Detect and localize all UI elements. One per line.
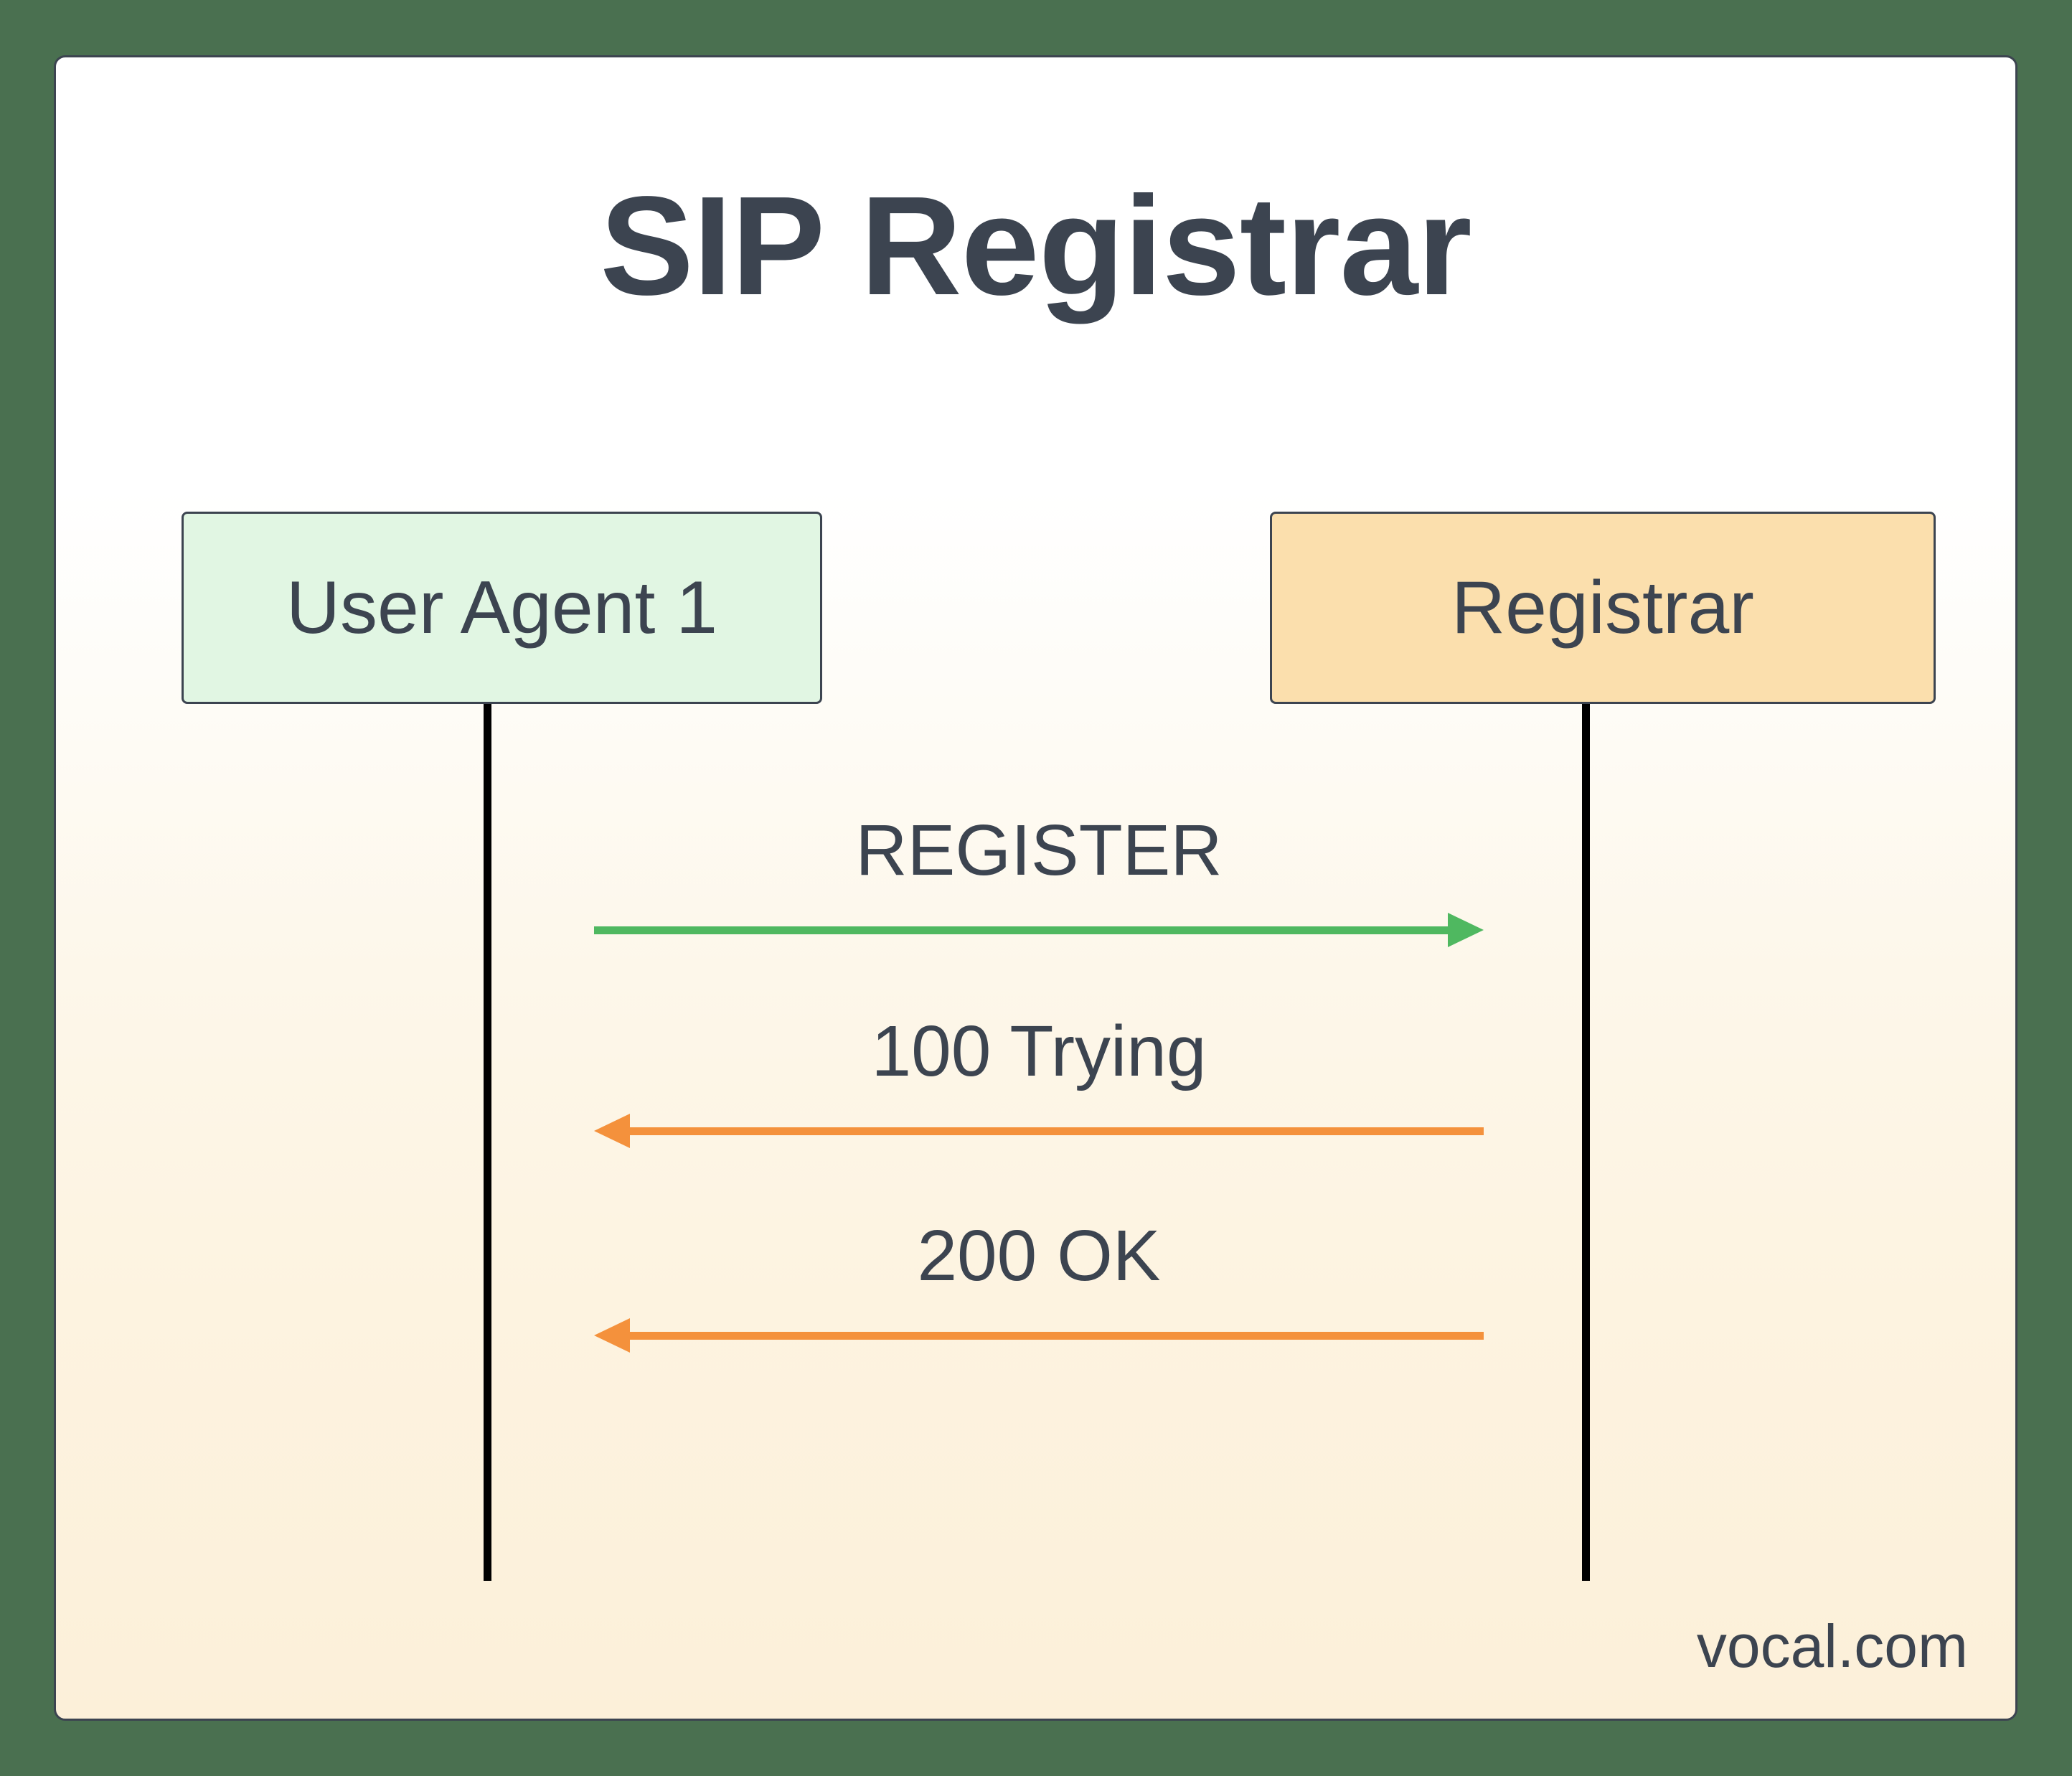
page-title: SIP Registrar [600, 167, 1471, 324]
participant-label-user-agent-1: User Agent 1 [286, 565, 718, 649]
message-label-200-ok: 200 OK [917, 1215, 1161, 1296]
arrow-head-100-trying [594, 1114, 630, 1148]
participant-box-user-agent-1[interactable]: User Agent 1 [182, 512, 822, 704]
sequence-diagram-card: SIP Registrar User Agent 1 Registrar REG… [54, 55, 2017, 1721]
arrow-head-register [1448, 913, 1484, 947]
arrow-left-icon-200-ok [594, 1318, 1484, 1353]
arrow-line-100-trying [627, 1127, 1484, 1135]
arrow-right-icon-register [594, 913, 1484, 947]
watermark: vocal.com [1696, 1612, 1968, 1680]
arrow-left-icon-100-trying [594, 1114, 1484, 1148]
arrow-line-register [594, 926, 1451, 934]
participant-label-registrar: Registrar [1451, 565, 1754, 649]
message-register: REGISTER [56, 804, 2015, 947]
arrow-line-200-ok [627, 1332, 1484, 1340]
lifeline-user-agent-1 [484, 704, 491, 1581]
message-label-register: REGISTER [855, 809, 1223, 891]
message-200-ok: 200 OK [56, 1209, 2015, 1353]
message-100-trying: 100 Trying [56, 1005, 2015, 1148]
arrow-head-200-ok [594, 1318, 630, 1353]
message-label-100-trying: 100 Trying [871, 1010, 1207, 1091]
participant-box-registrar[interactable]: Registrar [1270, 512, 1936, 704]
lifeline-registrar [1582, 704, 1590, 1581]
